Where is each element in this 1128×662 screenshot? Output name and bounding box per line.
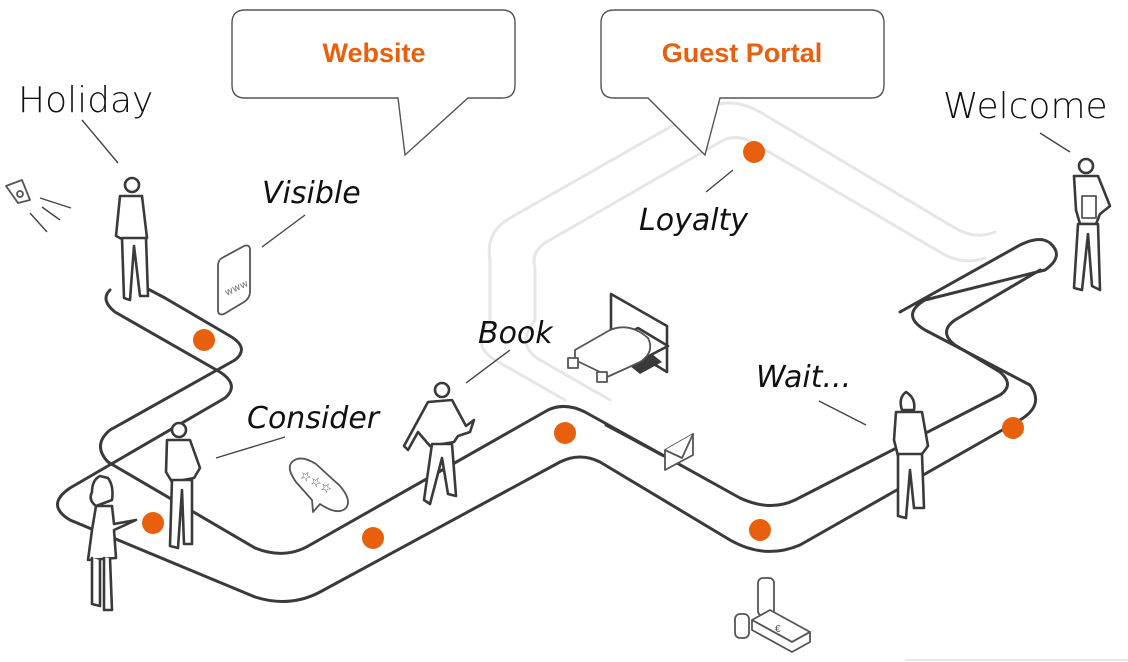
stage-label-visible: Visible xyxy=(262,176,361,211)
person-consider xyxy=(164,421,202,550)
person-welcome xyxy=(1072,157,1112,292)
touchpoint-dot[interactable] xyxy=(362,527,384,549)
touchpoint-dot[interactable] xyxy=(554,422,576,444)
touchpoint-dot[interactable] xyxy=(743,141,765,163)
journey-path xyxy=(56,238,1058,603)
touchpoints xyxy=(142,141,1024,549)
person-holiday xyxy=(114,176,150,302)
stage-label-loyalty: Loyalty xyxy=(639,203,749,238)
review-stars-bubble-icon: ☆☆☆ xyxy=(288,457,349,513)
stage-label-book: Book xyxy=(478,316,554,351)
stage-label-holiday: Holiday xyxy=(18,80,153,121)
currency-symbol: € xyxy=(775,624,781,635)
callout-website: Website xyxy=(231,9,516,157)
stage-label-consider: Consider xyxy=(247,401,381,436)
megaphone-icon xyxy=(5,179,72,233)
touchpoint-dot[interactable] xyxy=(1002,417,1024,439)
touchpoint-dot[interactable] xyxy=(193,329,215,351)
callout-website-label: Website xyxy=(322,38,425,68)
money-coins-icon: € xyxy=(734,577,811,653)
stage-label-wait: Wait... xyxy=(756,360,851,395)
envelope-icon xyxy=(664,433,694,471)
person-book xyxy=(402,381,476,506)
stage-label-welcome: Welcome xyxy=(943,86,1108,127)
touchpoint-dot[interactable] xyxy=(749,519,771,541)
callout-guest-portal: Guest Portal xyxy=(600,9,885,157)
loyalty-loop-path xyxy=(479,101,997,402)
laptop-hand-icon xyxy=(567,292,670,383)
touchpoint-dot[interactable] xyxy=(142,512,164,534)
callout-guest-portal-label: Guest Portal xyxy=(662,38,823,68)
person-woman xyxy=(86,474,138,612)
person-wait xyxy=(892,390,930,520)
tablet-www-icon: www xyxy=(217,244,251,316)
